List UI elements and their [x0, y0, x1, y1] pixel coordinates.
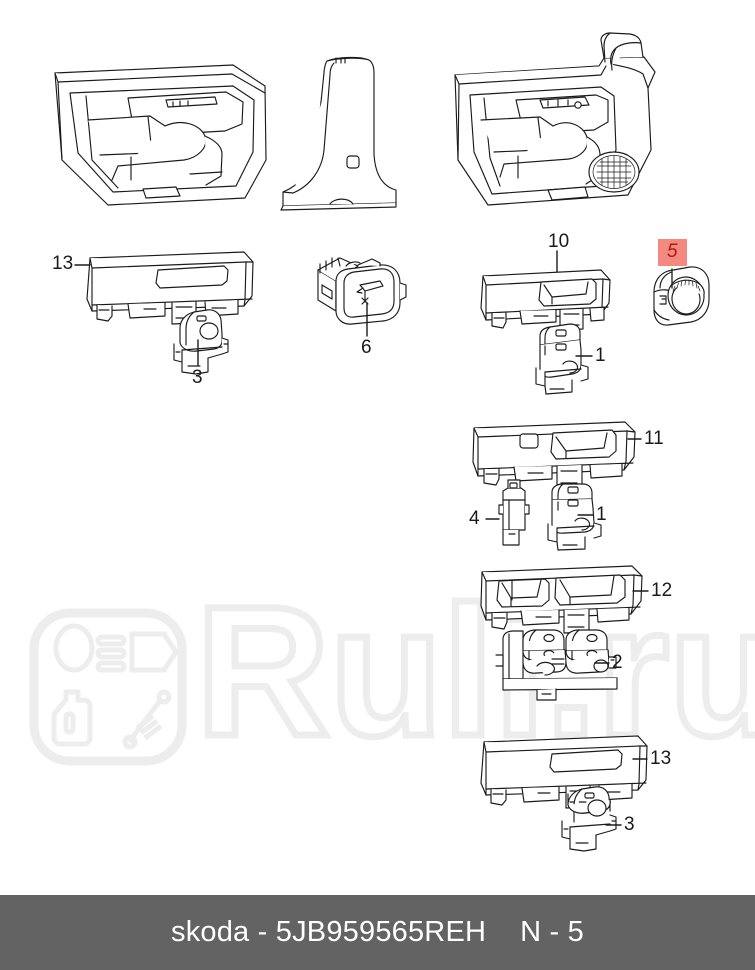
- callout-13-rear-bezel-left: 13: [52, 253, 74, 274]
- mirror-adjust-knob-drawing: [653, 266, 710, 326]
- callout-2-driver-switch-block: 2: [612, 652, 623, 673]
- callout-10-passenger-bezel: 10: [548, 231, 570, 252]
- footer-bar: skoda - 5JB959565REH N - 5: [0, 895, 755, 970]
- door-switch-bezel-11-drawing: [472, 421, 636, 490]
- callout-1-window-lifter-middle: 1: [596, 504, 607, 525]
- footer-brand: skoda: [171, 916, 250, 948]
- driver-window-switch-block-2-drawing: [495, 629, 618, 701]
- callout-5-mirror-knob-highlighted: 5: [658, 239, 687, 266]
- mirror-adjust-switch-drawing: [317, 257, 407, 325]
- callout-12-driver-bezel: 12: [651, 580, 673, 601]
- rear-door-switch-bezel-right-drawing: [480, 735, 648, 809]
- footer-text: skoda - 5JB959565REH N - 5: [171, 916, 584, 949]
- driver-door-switch-bezel-12-drawing: [480, 565, 643, 634]
- callout-3-window-switch-left: 3: [192, 367, 203, 388]
- footer-part-number: 5JB959565REH: [275, 916, 487, 948]
- window-lifter-switch-upper-drawing: [535, 323, 589, 395]
- mirror-heating-switch-4-drawing: [498, 479, 530, 546]
- callout-leader-lines: [74, 250, 673, 826]
- footer-dash: -: [249, 916, 276, 948]
- callout-11-door-bezel: 11: [644, 428, 664, 449]
- callout-13-rear-bezel-right: 13: [650, 748, 672, 769]
- rear-door-inner-panel-drawing: [54, 64, 267, 206]
- callout-4-mirror-heating-switch: 4: [469, 508, 480, 529]
- b-pillar-trim-drawing: [280, 56, 397, 211]
- front-passenger-switch-bezel-drawing: [480, 269, 611, 331]
- window-lifter-switch-middle-drawing: [547, 483, 602, 551]
- callout-6-mirror-switch: 6: [361, 337, 372, 358]
- callout-3-window-switch-right: 3: [624, 814, 635, 835]
- rear-door-switch-bezel-left-drawing: [86, 251, 254, 325]
- single-window-switch-left-drawing: [173, 309, 229, 375]
- single-window-switch-right-drawing: [561, 786, 617, 852]
- footer-section-code: N - 5: [520, 916, 584, 948]
- front-door-inner-panel-drawing: [454, 32, 656, 206]
- callout-1-window-lifter-upper: 1: [595, 345, 606, 366]
